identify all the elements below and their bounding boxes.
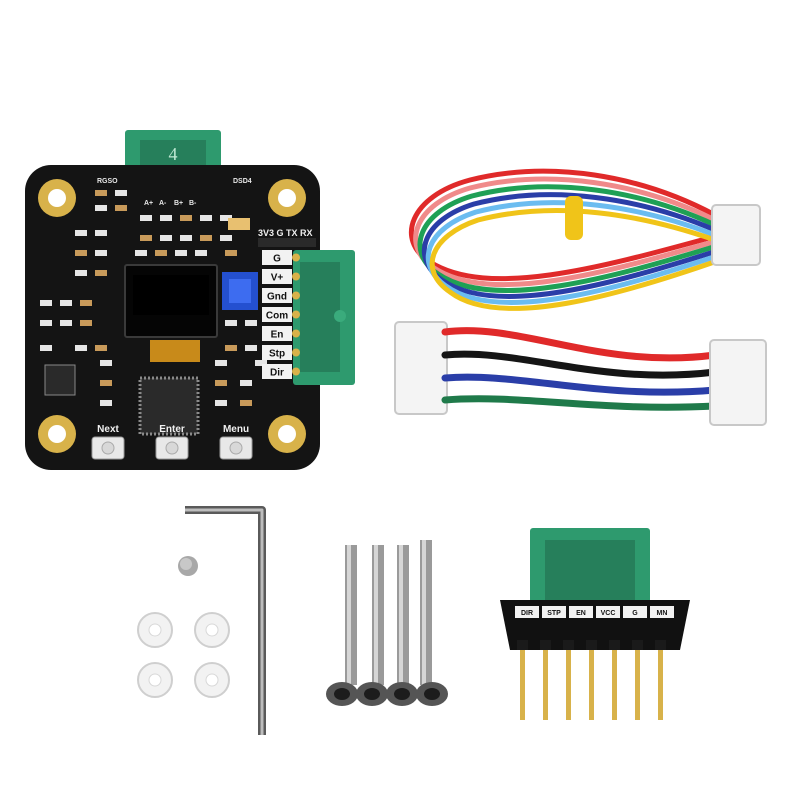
button-label: Menu — [223, 424, 249, 435]
board-buttons: Next Enter Menu — [91, 424, 253, 460]
motor-pin-label: A- — [159, 200, 167, 207]
screws — [326, 540, 448, 706]
adapter-pins — [517, 640, 666, 720]
button-label: Next — [97, 424, 119, 435]
motor-pin-label: B+ — [174, 200, 183, 207]
driver-board: 4 RGSO DSD4 A+ A- B+ B- 3V3 G TX RX — [25, 130, 355, 470]
hex-key — [185, 506, 266, 735]
four-wire-cable — [394, 321, 767, 426]
cable-tie — [565, 196, 583, 240]
side-pin-label: Com — [266, 311, 288, 322]
adapter-pin-label: MN — [657, 610, 668, 617]
cable2-plug-right — [709, 339, 767, 426]
top-right-label: DSD4 — [233, 178, 252, 185]
adapter-pin-label: STP — [547, 610, 561, 617]
washers — [137, 612, 230, 698]
serial-header-pins — [258, 238, 316, 247]
adapter-pin-label: DIR — [521, 610, 533, 617]
cable2-plug-left — [394, 321, 448, 415]
button-label: Enter — [159, 424, 185, 435]
motor-pin-label: A+ — [144, 200, 153, 207]
serial-header-label: 3V3 G TX RX — [258, 228, 313, 238]
motor-pin-label: B- — [189, 200, 197, 207]
side-pin-label: Gnd — [267, 292, 287, 303]
magnet — [178, 556, 198, 576]
connector-number: 4 — [169, 144, 178, 164]
side-connector — [293, 250, 355, 385]
smd-components — [40, 190, 267, 406]
cable1-plug-right — [711, 204, 761, 266]
side-pin-label: V+ — [271, 273, 284, 284]
top-left-label: RGSO — [97, 178, 118, 185]
coiled-cable — [409, 168, 761, 311]
flex-cable — [150, 340, 200, 362]
motor-pin-labels: A+ A- B+ B- — [144, 200, 197, 207]
side-pin-label: Dir — [270, 368, 284, 379]
mcu-chip — [138, 376, 200, 436]
side-pin-label: Stp — [269, 349, 285, 360]
mounting-holes — [38, 179, 306, 453]
side-pin-label: En — [271, 330, 284, 341]
side-pin-label: G — [273, 254, 281, 265]
adapter-pin-label: VCC — [601, 610, 616, 617]
adapter-pin-label: EN — [576, 610, 586, 617]
adapter-pin-label: G — [632, 610, 638, 617]
adapter-board: DIR STP EN VCC G MN — [500, 528, 690, 720]
adapter-pin-labels: DIR STP EN VCC G MN — [515, 606, 674, 618]
